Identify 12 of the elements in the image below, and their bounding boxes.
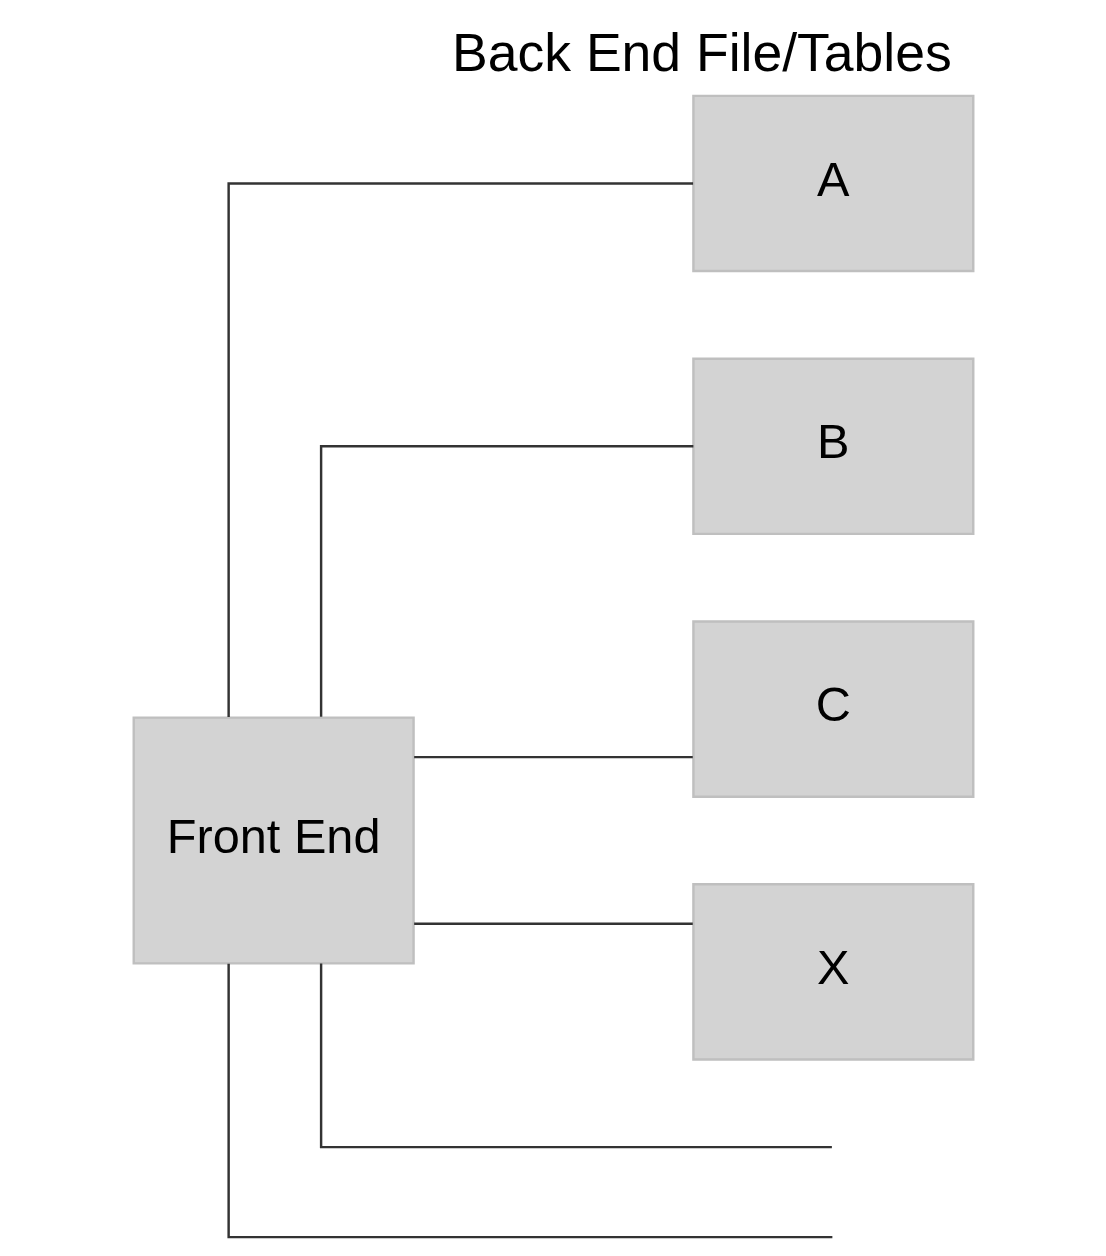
connector <box>413 755 693 759</box>
connector <box>413 922 693 926</box>
connector <box>319 963 832 1149</box>
diagram-title: Back End File/Tables <box>451 22 952 82</box>
connector <box>226 963 832 1239</box>
node-box: Front End <box>132 716 415 965</box>
node-box: X <box>691 883 974 1061</box>
node-box: B <box>691 357 974 536</box>
connector <box>319 445 693 717</box>
node-box: A <box>691 94 974 273</box>
connector <box>226 182 693 717</box>
node-box: C <box>691 620 974 798</box>
